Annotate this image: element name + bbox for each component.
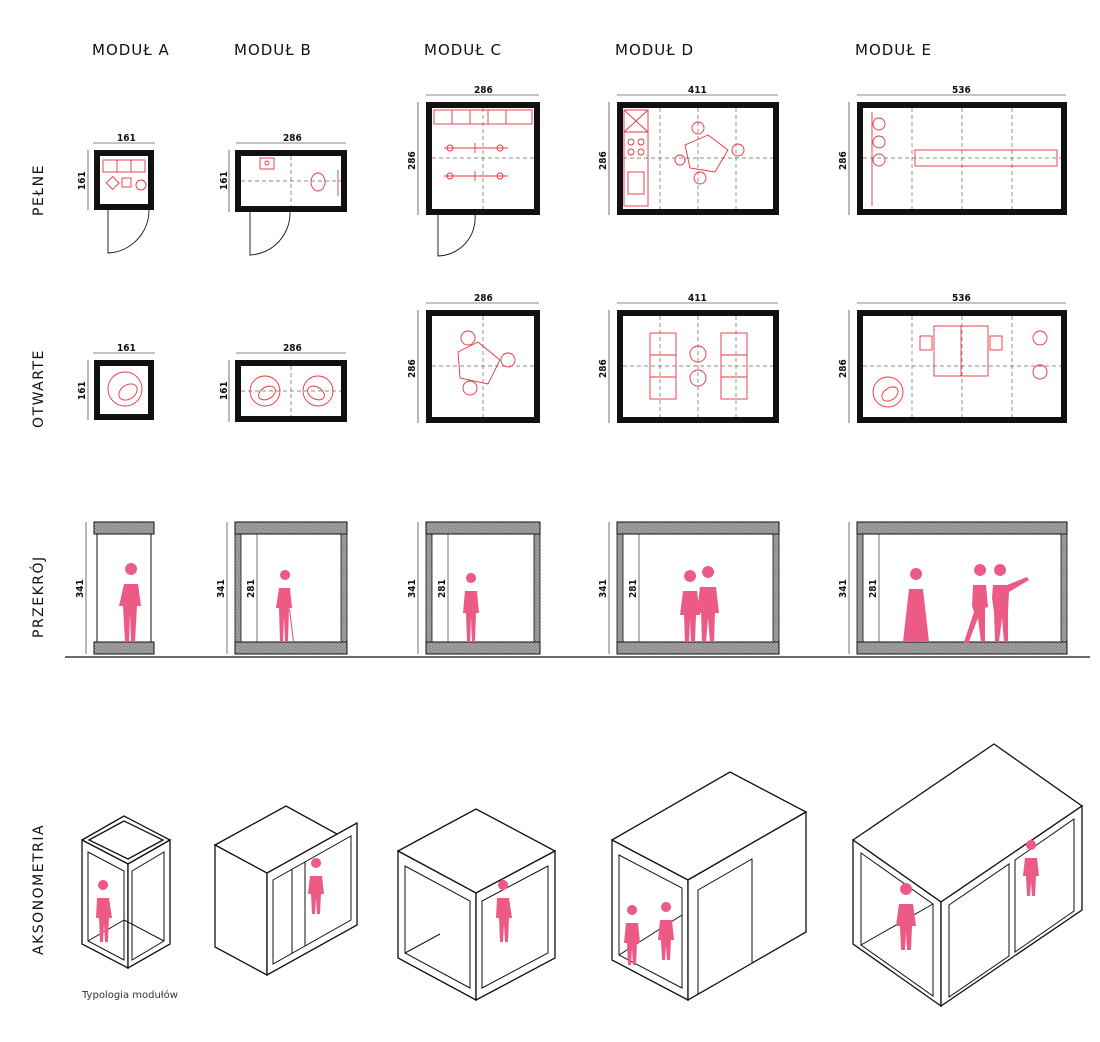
dim-section-d-outer: 341 bbox=[598, 579, 609, 598]
column-title-c: MODUŁ C bbox=[424, 41, 502, 59]
person-figure bbox=[496, 880, 512, 942]
row-title-aksonometria: AKSONOMETRIA bbox=[31, 824, 47, 955]
dim-section-c-outer: 341 bbox=[407, 579, 418, 598]
person-figure bbox=[964, 564, 988, 644]
person-figure bbox=[96, 880, 112, 942]
plan-pelne-e: 536 286 bbox=[838, 85, 1067, 215]
row-title-pelne: PEŁNE bbox=[31, 164, 47, 216]
dim-otwarte-b-depth: 161 bbox=[219, 381, 230, 400]
dim-section-b-inner: 281 bbox=[246, 579, 257, 598]
row-pelne-plans: 161 161 286 161 bbox=[77, 85, 1067, 257]
person-figure bbox=[624, 905, 640, 965]
column-title-e: MODUŁ E bbox=[855, 41, 932, 59]
dim-otwarte-d-width: 411 bbox=[688, 293, 707, 304]
plan-otwarte-d: 411 286 bbox=[598, 293, 779, 423]
bicycle-icon bbox=[444, 171, 508, 181]
column-title-a: MODUŁ A bbox=[92, 41, 170, 59]
plan-pelne-a: 161 161 bbox=[77, 133, 155, 254]
plan-otwarte-e: 536 286 bbox=[838, 293, 1067, 423]
person-figure bbox=[1023, 840, 1039, 896]
dim-otwarte-c-depth: 286 bbox=[407, 359, 418, 378]
row-title-przekroj: PRZEKRÓJ bbox=[29, 555, 47, 638]
plan-otwarte-c: 286 286 bbox=[407, 293, 540, 423]
diagram-caption: Typologia modułów bbox=[81, 989, 178, 1001]
row-przekroj-sections: 341 341 281 341 281 bbox=[65, 521, 1090, 658]
dim-otwarte-c-width: 286 bbox=[474, 293, 493, 304]
dim-otwarte-a-width: 161 bbox=[117, 343, 136, 354]
row-titles: PEŁNE OTWARTE PRZEKRÓJ AKSONOMETRIA bbox=[29, 164, 47, 955]
dim-pelne-e-width: 536 bbox=[952, 85, 971, 96]
plan-pelne-b: 286 161 bbox=[219, 133, 347, 256]
person-figure bbox=[680, 570, 700, 642]
dim-section-e-outer: 341 bbox=[838, 579, 849, 598]
plan-otwarte-a: 161 161 bbox=[77, 343, 155, 420]
dim-pelne-d-depth: 286 bbox=[598, 151, 609, 170]
axonometry-c bbox=[396, 808, 557, 1002]
dim-pelne-b-depth: 161 bbox=[219, 171, 230, 190]
dim-section-c-inner: 281 bbox=[437, 579, 448, 598]
dim-pelne-a-depth: 161 bbox=[77, 171, 88, 190]
dim-section-a-outer: 341 bbox=[75, 579, 86, 598]
column-title-d: MODUŁ D bbox=[615, 41, 694, 59]
row-otwarte-plans: 161 161 286 161 286 bbox=[77, 293, 1067, 423]
dim-pelne-c-depth: 286 bbox=[407, 151, 418, 170]
section-c: 341 281 bbox=[407, 521, 541, 655]
row-title-otwarte: OTWARTE bbox=[31, 349, 47, 428]
plan-pelne-c: 286 286 bbox=[407, 85, 540, 257]
row-aksonometria-views bbox=[80, 743, 1084, 1008]
column-title-b: MODUŁ B bbox=[234, 41, 312, 59]
dim-section-b-outer: 341 bbox=[216, 579, 227, 598]
plan-otwarte-b: 286 161 bbox=[219, 343, 347, 422]
dim-otwarte-d-depth: 286 bbox=[598, 359, 609, 378]
section-a: 341 bbox=[75, 521, 155, 655]
section-e: 341 281 bbox=[838, 521, 1068, 655]
person-figure bbox=[119, 563, 141, 642]
dim-pelne-e-depth: 286 bbox=[838, 151, 849, 170]
axonometry-d bbox=[610, 771, 808, 1002]
dim-otwarte-e-width: 536 bbox=[952, 293, 971, 304]
column-titles: MODUŁ A MODUŁ B MODUŁ C MODUŁ D MODUŁ E bbox=[92, 41, 932, 59]
dim-pelne-a-width: 161 bbox=[117, 133, 136, 144]
plan-pelne-d: 411 286 bbox=[598, 85, 779, 215]
person-figure bbox=[903, 568, 929, 642]
axonometry-a bbox=[80, 815, 172, 970]
person-figure bbox=[276, 570, 294, 642]
axonometry-e bbox=[851, 743, 1084, 1008]
dim-otwarte-a-depth: 161 bbox=[77, 381, 88, 400]
section-d: 341 281 bbox=[598, 521, 780, 655]
dim-pelne-c-width: 286 bbox=[474, 85, 493, 96]
dim-pelne-d-width: 411 bbox=[688, 85, 707, 96]
person-figure bbox=[658, 902, 674, 960]
dim-otwarte-e-depth: 286 bbox=[838, 359, 849, 378]
dim-section-e-inner: 281 bbox=[868, 579, 879, 598]
dim-otwarte-b-width: 286 bbox=[283, 343, 302, 354]
person-figure bbox=[697, 566, 719, 642]
bicycle-icon bbox=[444, 143, 508, 153]
dim-section-d-inner: 281 bbox=[628, 579, 639, 598]
section-b: 341 281 bbox=[216, 521, 348, 655]
axonometry-b bbox=[213, 805, 359, 977]
person-figure bbox=[308, 858, 324, 914]
person-figure bbox=[463, 573, 479, 642]
dim-pelne-b-width: 286 bbox=[283, 133, 302, 144]
person-figure bbox=[992, 564, 1029, 642]
person-figure bbox=[896, 883, 916, 950]
